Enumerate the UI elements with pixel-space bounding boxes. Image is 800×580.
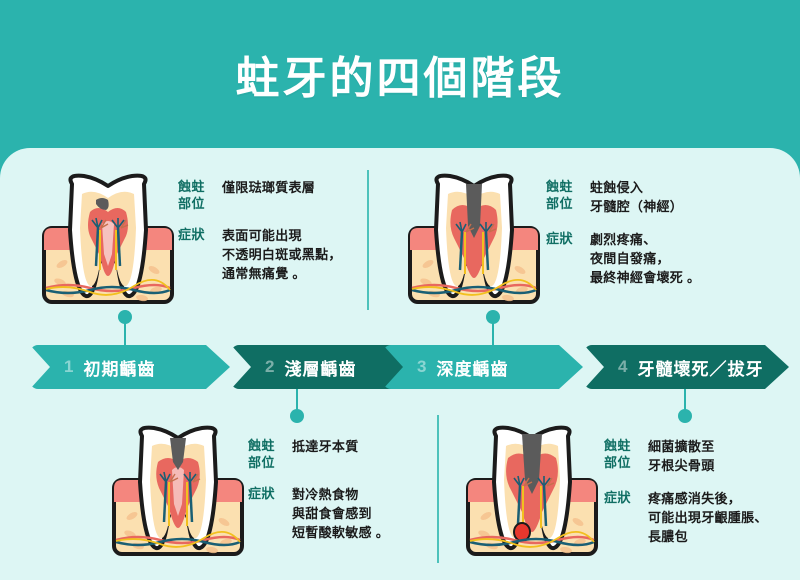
info-row-site: 蝕蛀 部位 蛀蝕侵入 牙髓腔（神經） xyxy=(546,178,746,216)
connector-line-stage-1 xyxy=(124,318,126,346)
stage-number-2: 2 xyxy=(265,357,276,376)
value-site: 抵達牙本質 xyxy=(292,439,359,454)
connector-line-stage-2 xyxy=(296,389,298,417)
divider-top xyxy=(367,170,369,310)
label-site: 蝕蛀 部位 xyxy=(178,179,206,211)
value-symptom: 疼痛感消失後， 可能出現牙齦腫脹、 長膿包 xyxy=(648,491,768,544)
label-symptom: 症狀 xyxy=(546,231,574,246)
value-site: 僅限琺瑯質表層 xyxy=(222,180,316,195)
stage-name-3: 深度齲齒 xyxy=(436,359,509,379)
connector-line-stage-4 xyxy=(684,389,686,417)
info-row-symptom: 症狀 劇烈疼痛、 夜間自發痛， 最終神經會壞死 。 xyxy=(546,230,746,287)
connector-dot-stage-4 xyxy=(678,409,692,423)
stage-ribbon-strip: 1 初期齲齒 2 淺層齲齒 3 深度齲齒 4 牙髓壞死／拔牙 xyxy=(0,345,800,389)
info-row-site: 蝕蛀 部位 抵達牙本質 xyxy=(248,437,428,471)
label-site: 蝕蛀 部位 xyxy=(546,179,574,211)
info-row-site: 蝕蛀 部位 細菌擴散至 牙根尖骨頭 xyxy=(604,437,794,475)
connector-dot-stage-3 xyxy=(486,310,500,324)
value-site: 細菌擴散至 牙根尖骨頭 xyxy=(648,439,715,473)
tooth-illustration-stage-1 xyxy=(42,173,174,304)
tooth-illustration-stage-3 xyxy=(408,173,540,304)
tooth-illustration-stage-2 xyxy=(112,425,244,556)
connector-dot-stage-1 xyxy=(118,310,132,324)
stage-number-4: 4 xyxy=(618,357,629,376)
stage-number-3: 3 xyxy=(417,357,428,376)
connector-line-stage-3 xyxy=(492,318,494,346)
info-row-symptom: 症狀 對冷熱食物 與甜食會感到 短暫酸軟敏感 。 xyxy=(248,485,428,542)
info-row-symptom: 症狀 表面可能出現 不透明白斑或黑點， 通常無痛覺 。 xyxy=(178,226,358,283)
info-block-stage-4: 蝕蛀 部位 細菌擴散至 牙根尖骨頭 症狀 疼痛感消失後， 可能出現牙齦腫脹、 長… xyxy=(604,437,794,546)
stage-ribbon-3[interactable]: 3 深度齲齒 xyxy=(383,345,583,389)
info-row-site: 蝕蛀 部位 僅限琺瑯質表層 xyxy=(178,178,358,212)
info-block-stage-1: 蝕蛀 部位 僅限琺瑯質表層 症狀 表面可能出現 不透明白斑或黑點， 通常無痛覺 … xyxy=(178,178,358,283)
stage-ribbon-4[interactable]: 4 牙髓壞死／拔牙 xyxy=(584,345,789,389)
label-symptom: 症狀 xyxy=(178,227,206,242)
stage-name-2: 淺層齲齒 xyxy=(284,359,357,379)
info-block-stage-2: 蝕蛀 部位 抵達牙本質 症狀 對冷熱食物 與甜食會感到 短暫酸軟敏感 。 xyxy=(248,437,428,542)
tooth-illustration-stage-4 xyxy=(466,425,598,556)
info-block-stage-3: 蝕蛀 部位 蛀蝕侵入 牙髓腔（神經） 症狀 劇烈疼痛、 夜間自發痛， 最終神經會… xyxy=(546,178,746,287)
stage-number-1: 1 xyxy=(64,357,75,376)
stage-name-4: 牙髓壞死／拔牙 xyxy=(637,359,764,379)
stage-ribbon-1[interactable]: 1 初期齲齒 xyxy=(30,345,230,389)
divider-bottom xyxy=(437,415,439,563)
info-row-symptom: 症狀 疼痛感消失後， 可能出現牙齦腫脹、 長膿包 xyxy=(604,489,794,546)
value-symptom: 對冷熱食物 與甜食會感到 短暫酸軟敏感 。 xyxy=(292,487,390,540)
label-site: 蝕蛀 部位 xyxy=(248,438,276,470)
label-symptom: 症狀 xyxy=(604,490,632,505)
stage-name-1: 初期齲齒 xyxy=(83,359,156,379)
label-symptom: 症狀 xyxy=(248,486,276,501)
page-title: 蛀牙的四個階段 xyxy=(235,54,565,103)
header: 蛀牙的四個階段 xyxy=(0,0,800,148)
value-site: 蛀蝕侵入 牙髓腔（神經） xyxy=(590,180,684,214)
value-symptom: 劇烈疼痛、 夜間自發痛， 最終神經會壞死 。 xyxy=(590,232,701,285)
label-site: 蝕蛀 部位 xyxy=(604,438,632,470)
connector-dot-stage-2 xyxy=(290,409,304,423)
value-symptom: 表面可能出現 不透明白斑或黑點， 通常無痛覺 。 xyxy=(222,228,342,281)
